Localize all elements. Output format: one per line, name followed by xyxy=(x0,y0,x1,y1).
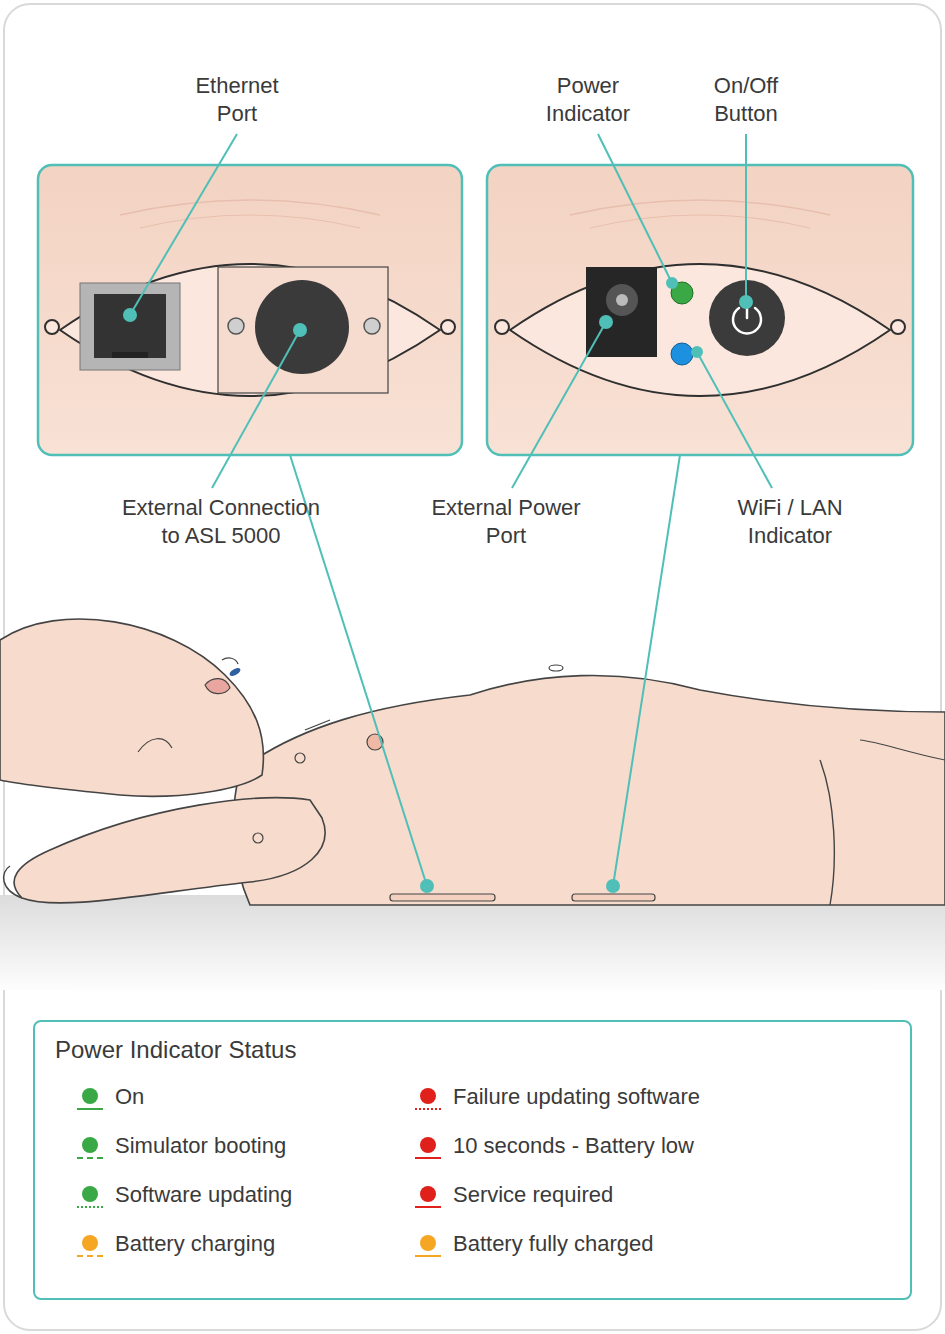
legend-swatch xyxy=(75,1131,105,1165)
status-line xyxy=(415,1108,441,1110)
port-slot xyxy=(390,894,495,901)
part-label: Ethernet Port xyxy=(181,72,293,127)
left-inset xyxy=(38,165,462,455)
legend-item: On xyxy=(75,1082,515,1118)
port-slot xyxy=(572,894,655,901)
status-line xyxy=(77,1206,103,1208)
legend-swatch xyxy=(413,1180,443,1214)
legend-text: Software updating xyxy=(115,1182,292,1208)
legend-swatch xyxy=(75,1180,105,1214)
legend-text: Battery charging xyxy=(115,1231,275,1257)
legend-item: Service required xyxy=(413,1180,853,1216)
status-dot xyxy=(420,1088,436,1104)
status-line xyxy=(77,1255,103,1257)
legend-text: Simulator booting xyxy=(115,1133,286,1159)
legend-item: Failure updating software xyxy=(413,1082,853,1118)
legend-text: 10 seconds - Battery low xyxy=(453,1133,694,1159)
legend-text: Service required xyxy=(453,1182,613,1208)
part-label: External Connection to ASL 5000 xyxy=(114,494,329,549)
status-line xyxy=(77,1108,103,1110)
status-dot xyxy=(82,1088,98,1104)
status-dot xyxy=(420,1186,436,1202)
legend-text: On xyxy=(115,1084,144,1110)
legend-box: Power Indicator StatusOnSimulator bootin… xyxy=(33,1020,912,1300)
status-line xyxy=(415,1206,441,1208)
status-line xyxy=(415,1255,441,1257)
legend-swatch xyxy=(75,1082,105,1116)
status-dot xyxy=(82,1235,98,1251)
status-line xyxy=(77,1157,103,1159)
part-label: WiFi / LAN Indicator xyxy=(714,494,866,549)
legend-text: Battery fully charged xyxy=(453,1231,654,1257)
part-label: External Power Port xyxy=(420,494,592,549)
legend-item: Simulator booting xyxy=(75,1131,515,1167)
status-line xyxy=(415,1157,441,1159)
legend-item: Battery fully charged xyxy=(413,1229,853,1265)
legend-item: Software updating xyxy=(75,1180,515,1216)
status-dot xyxy=(420,1137,436,1153)
status-dot xyxy=(82,1186,98,1202)
right-inset xyxy=(487,165,913,455)
part-label: Power Indicator xyxy=(527,72,649,127)
legend-text: Failure updating software xyxy=(453,1084,700,1110)
legend-swatch xyxy=(413,1229,443,1263)
legend-item: Battery charging xyxy=(75,1229,515,1265)
status-dot xyxy=(82,1137,98,1153)
manikin xyxy=(0,619,945,995)
legend-swatch xyxy=(413,1082,443,1116)
part-label: On/Off Button xyxy=(695,72,797,127)
status-dot xyxy=(420,1235,436,1251)
legend-swatch xyxy=(413,1131,443,1165)
legend-title: Power Indicator Status xyxy=(55,1036,296,1064)
legend-item: 10 seconds - Battery low xyxy=(413,1131,853,1167)
legend-swatch xyxy=(75,1229,105,1263)
